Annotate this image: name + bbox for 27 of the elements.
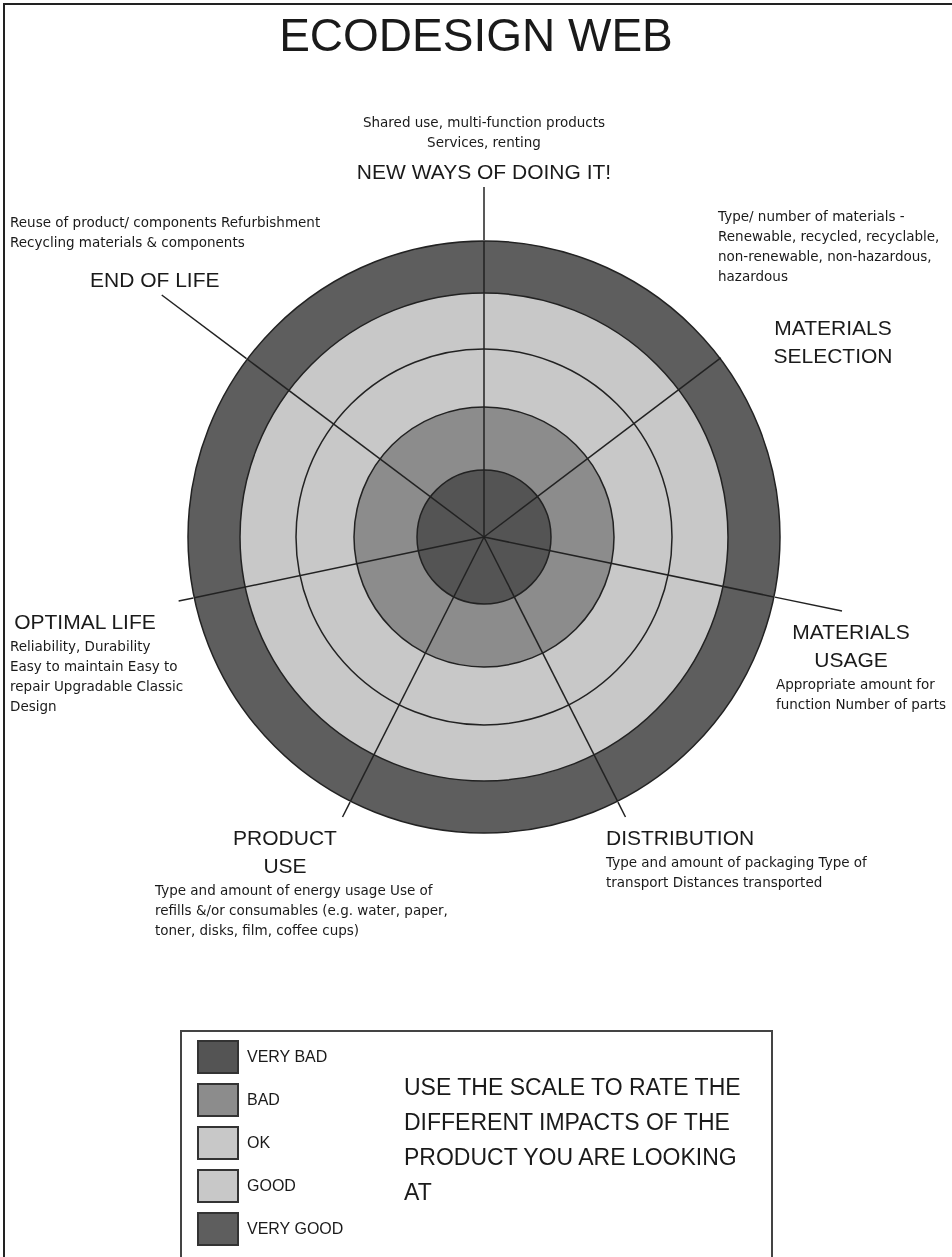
category-heading: END OF LIFE bbox=[89, 267, 221, 293]
category-heading: DISTRIBUTION bbox=[606, 825, 756, 851]
legend-label: GOOD bbox=[247, 1177, 296, 1195]
category-heading: MATERIALS USAGE bbox=[791, 619, 911, 673]
criteria-text: Type and amount of energy usage Use of refills &/or consumables (e.g. water, paper, toner, disks, film, coffee cups) bbox=[155, 881, 449, 940]
leader-line bbox=[341, 801, 351, 818]
legend-label: BAD bbox=[247, 1091, 280, 1109]
leader-line bbox=[617, 801, 627, 818]
leader-line bbox=[483, 186, 485, 241]
category-heading: PRODUCT USE bbox=[232, 825, 338, 879]
category-heading: OPTIMAL LIFE bbox=[13, 609, 157, 635]
criteria-text: Type/ number of materials - Renewable, recycled, recyclable, non-renewable, non-hazardous, hazardous bbox=[718, 207, 941, 286]
instruction-text: USE THE SCALE TO RATE THE DIFFERENT IMPACTS OF THE PRODUCT YOU ARE LOOKING AT bbox=[404, 1073, 742, 1207]
category-heading: MATERIALS SELECTION bbox=[772, 315, 894, 369]
title: ECODESIGN WEB bbox=[278, 8, 674, 62]
legend-label: VERY GOOD bbox=[247, 1220, 344, 1238]
criteria-text: Type and amount of packaging Type of transport Distances transported bbox=[606, 853, 868, 892]
legend-label: VERY BAD bbox=[247, 1048, 328, 1066]
leader-line bbox=[774, 596, 843, 612]
criteria-text: Reuse of product/ components Refurbishment Recycling materials & components bbox=[10, 213, 322, 252]
leader-line bbox=[177, 597, 195, 602]
leader-line bbox=[161, 294, 248, 360]
criteria-text: Reliability, Durability Easy to maintain Easy to repair Upgradable Classic Design bbox=[10, 637, 185, 716]
criteria-text: Shared use, multi-function products Services, renting bbox=[361, 113, 607, 152]
legend-label: OK bbox=[247, 1134, 271, 1152]
criteria-text: Appropriate amount for function Number of parts bbox=[776, 675, 947, 714]
category-heading: NEW WAYS OF DOING IT! bbox=[355, 159, 613, 185]
